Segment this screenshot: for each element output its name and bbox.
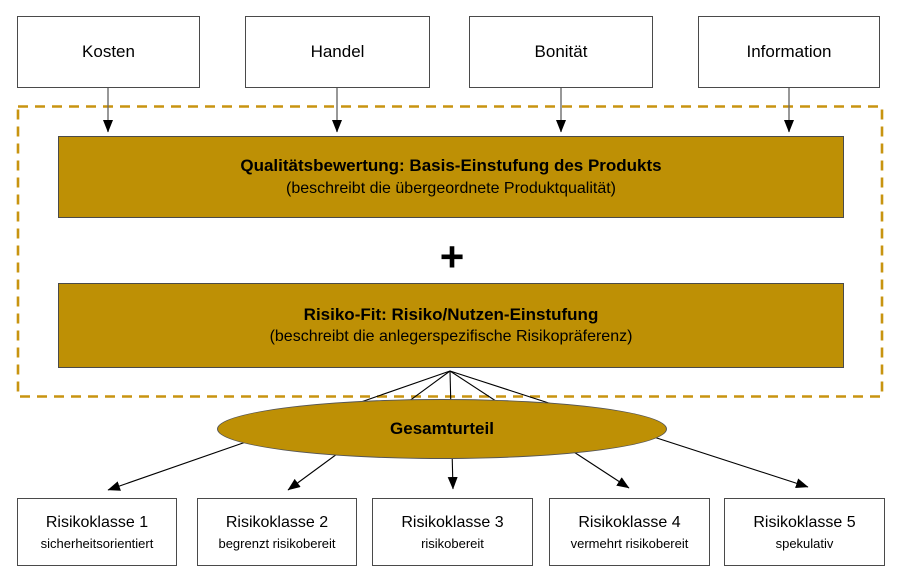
risk-class-title: Risikoklasse 5 xyxy=(753,513,856,531)
risk-class-subtitle: sicherheitsorientiert xyxy=(40,535,154,551)
quality-rating-title: Qualitätsbewertung: Basis-Einstufung des… xyxy=(240,156,662,176)
risk-class-box-2: Risikoklasse 2 begrenzt risikobereit xyxy=(197,498,357,566)
risk-class-subtitle: spekulativ xyxy=(775,535,834,551)
quality-rating-box: Qualitätsbewertung: Basis-Einstufung des… xyxy=(58,136,844,218)
input-label: Handel xyxy=(310,42,365,61)
risk-class-title: Risikoklasse 2 xyxy=(225,513,329,531)
input-box-bonitaet: Bonität xyxy=(469,16,653,88)
quality-rating-subtitle: (beschreibt die übergeordnete Produktqua… xyxy=(286,179,616,197)
verdict-label: Gesamturteil xyxy=(390,419,494,438)
risk-fit-subtitle: (beschreibt die anlegerspezifische Risik… xyxy=(269,328,633,346)
plus-sign: + xyxy=(439,233,465,280)
risk-class-box-5: Risikoklasse 5 spekulativ xyxy=(724,498,885,566)
risk-class-title: Risikoklasse 1 xyxy=(45,513,149,531)
input-box-information: Information xyxy=(698,16,880,88)
risk-class-subtitle: vermehrt risikobereit xyxy=(570,535,689,551)
verdict-ellipse: Gesamturteil xyxy=(217,399,667,459)
input-label: Bonität xyxy=(534,42,588,61)
risk-class-title: Risikoklasse 3 xyxy=(401,513,504,531)
risk-class-box-1: Risikoklasse 1 sicherheitsorientiert xyxy=(17,498,177,566)
input-label: Information xyxy=(746,42,832,61)
risk-fit-box: Risiko-Fit: Risiko/Nutzen-Einstufung (be… xyxy=(58,283,844,368)
risk-fit-title: Risiko-Fit: Risiko/Nutzen-Einstufung xyxy=(303,304,599,324)
risk-class-title: Risikoklasse 4 xyxy=(578,513,681,531)
input-arrows xyxy=(103,88,794,133)
input-box-handel: Handel xyxy=(245,16,430,88)
risk-class-subtitle: risikobereit xyxy=(421,535,484,551)
input-box-kosten: Kosten xyxy=(17,16,200,88)
input-label: Kosten xyxy=(82,42,135,61)
risk-class-box-4: Risikoklasse 4 vermehrt risikobereit xyxy=(549,498,710,566)
risk-class-box-3: Risikoklasse 3 risikobereit xyxy=(372,498,533,566)
dashed-frame xyxy=(16,105,884,398)
risk-class-subtitle: begrenzt risikobereit xyxy=(218,535,336,551)
